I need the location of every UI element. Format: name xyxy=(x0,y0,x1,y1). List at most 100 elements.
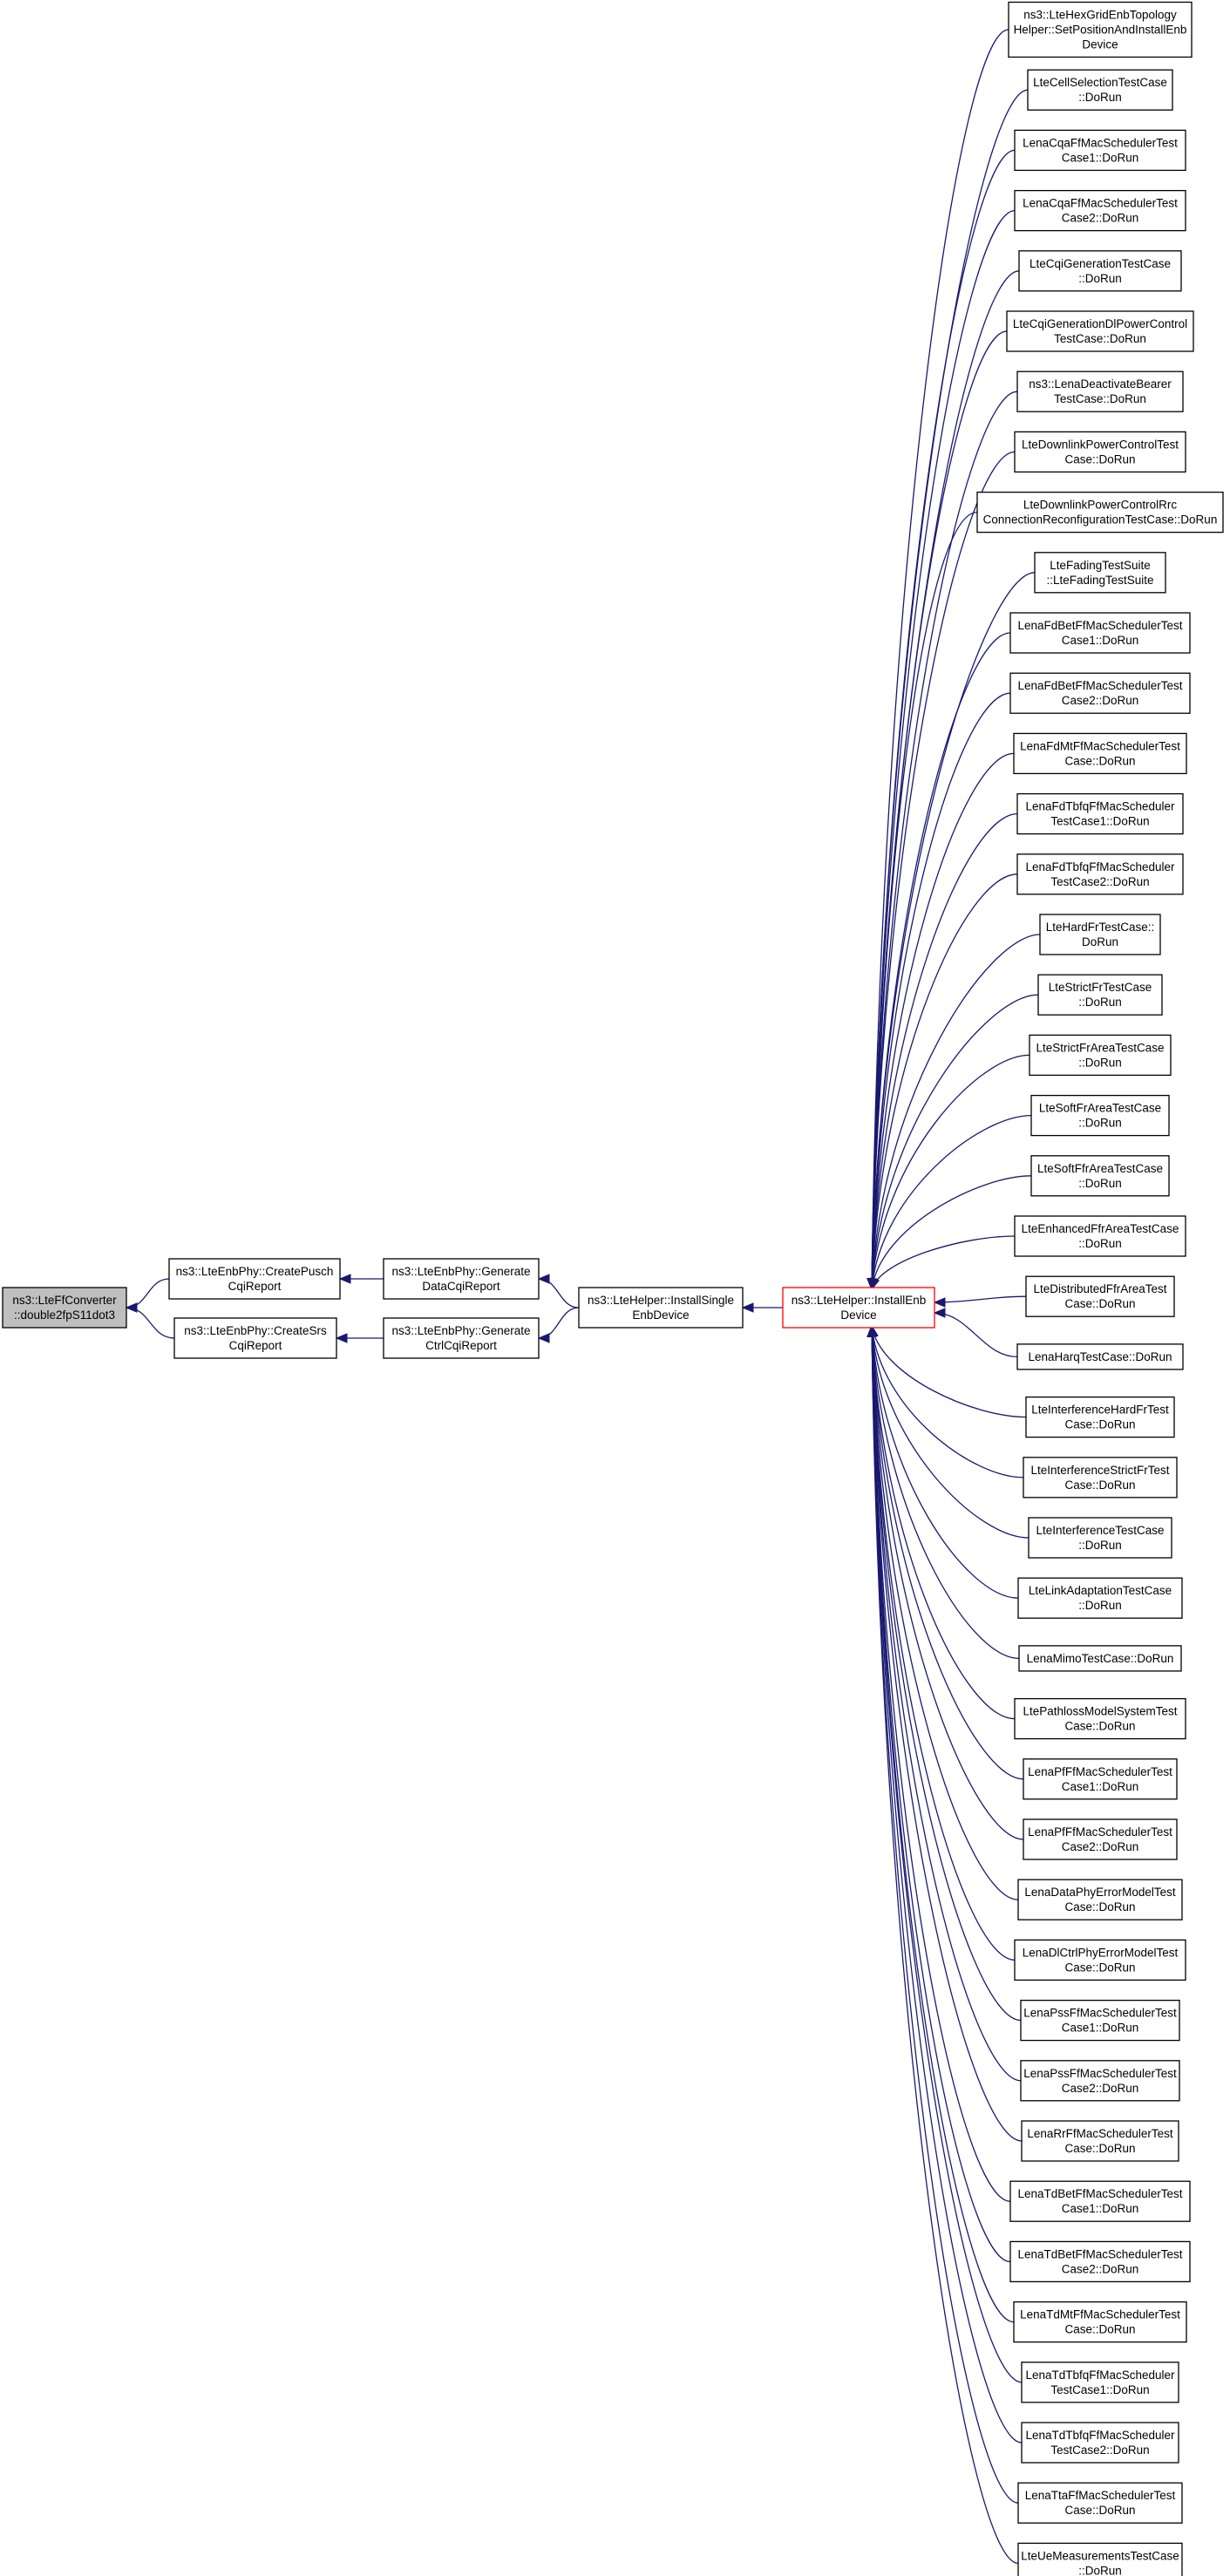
node-label-line: LteStrictFrTestCase xyxy=(1049,981,1152,994)
node-box xyxy=(1016,370,1184,412)
node-label-line: ns3::LteEnbPhy::CreatePusch xyxy=(176,1265,334,1278)
edge-arrowhead xyxy=(125,1302,138,1313)
node-c26[interactable]: LteLinkAdaptationTestCase::DoRun xyxy=(1017,1577,1183,1619)
node-label-line: Case2::DoRun xyxy=(1062,2262,1139,2275)
node-c1[interactable]: LteCellSelectionTestCase::DoRun xyxy=(1027,69,1173,111)
edge-c2-to-install xyxy=(871,149,1016,1290)
edge-c32-to-install xyxy=(871,1325,1016,1961)
node-box xyxy=(1016,792,1184,835)
node-c4[interactable]: LteCqiGenerationTestCase::DoRun xyxy=(1018,250,1182,292)
node-c9[interactable]: LteFadingTestSuite::LteFadingTestSuite xyxy=(1034,552,1166,594)
node-c19[interactable]: LteSoftFfrAreaTestCase::DoRun xyxy=(1030,1155,1170,1197)
edge-c5-to-install xyxy=(871,330,1008,1290)
node-box xyxy=(1017,2542,1183,2576)
edge-c36-to-install xyxy=(871,1325,1011,2202)
node-box xyxy=(1009,2240,1191,2283)
node-c8[interactable]: LteDownlinkPowerControlRrcConnectionReco… xyxy=(976,491,1224,534)
node-c0[interactable]: ns3::LteHexGridEnbTopologyHelper::SetPos… xyxy=(1008,1,1193,58)
node-label-line: Case::DoRun xyxy=(1064,1478,1135,1492)
edge-c10-to-install xyxy=(871,632,1011,1290)
edge-c38-to-install xyxy=(871,1325,1015,2323)
node-box xyxy=(1013,2301,1187,2343)
node-label-line: LteCqiGenerationDlPowerControl xyxy=(1013,317,1187,330)
node-label-line: LenaPfFfMacSchedulerTest xyxy=(1028,1825,1172,1839)
node-label-line: LenaTdMtFfMacSchedulerTest xyxy=(1020,2308,1180,2321)
node-label-line: ::double2fpS11dot3 xyxy=(14,1308,115,1322)
node-c22[interactable]: LenaHarqTestCase::DoRun xyxy=(1016,1343,1184,1370)
node-c25[interactable]: LteInterferenceTestCase::DoRun xyxy=(1028,1517,1172,1559)
node-c42[interactable]: LteUeMeasurementsTestCase::DoRun xyxy=(1017,2542,1183,2576)
edge-c24-to-install xyxy=(871,1325,1024,1478)
edge-arrowhead xyxy=(537,1274,550,1284)
node-label-line: Device xyxy=(840,1308,876,1322)
node-label-line: Device xyxy=(1082,38,1118,51)
node-c16[interactable]: LteStrictFrTestCase::DoRun xyxy=(1037,974,1163,1016)
node-label-line: LteUeMeasurementsTestCase xyxy=(1021,2549,1179,2562)
node-box xyxy=(1030,1094,1170,1137)
node-c27[interactable]: LenaMimoTestCase::DoRun xyxy=(1018,1645,1182,1672)
node-label-line: ::DoRun xyxy=(1078,1177,1122,1190)
node-label-line: LteEnhancedFfrAreaTestCase xyxy=(1022,1222,1179,1235)
edge-c23-to-install xyxy=(871,1325,1027,1418)
edge-srs-to-root xyxy=(126,1307,175,1339)
node-label-line: Case::DoRun xyxy=(1064,1297,1135,1310)
edge-c7-to-install xyxy=(871,451,1016,1290)
node-label-line: LenaDlCtrlPhyErrorModelTest xyxy=(1023,1946,1179,1959)
node-label-line: LenaMimoTestCase::DoRun xyxy=(1027,1652,1174,1665)
node-c5[interactable]: LteCqiGenerationDlPowerControlTestCase::… xyxy=(1006,310,1194,352)
node-box xyxy=(1016,853,1184,895)
edge-arrowhead xyxy=(338,1274,351,1284)
node-box xyxy=(1014,1697,1186,1740)
node-box xyxy=(782,1287,935,1329)
node-c17[interactable]: LteStrictFrAreaTestCase::DoRun xyxy=(1029,1034,1172,1077)
node-root[interactable]: ns3::LteFfConverter::double2fpS11dot3 xyxy=(2,1287,127,1329)
node-c15[interactable]: LteHardFrTestCase::DoRun xyxy=(1039,914,1161,955)
edge-pusch-to-root xyxy=(126,1278,170,1308)
node-box xyxy=(1016,1343,1184,1370)
edge-c28-to-install xyxy=(871,1325,1016,1720)
node-c18[interactable]: LteSoftFrAreaTestCase::DoRun xyxy=(1030,1094,1170,1137)
node-c20[interactable]: LteEnhancedFfrAreaTestCase::DoRun xyxy=(1014,1215,1186,1257)
node-label-line: LenaTdTbfqFfMacScheduler xyxy=(1025,2369,1175,2382)
node-label-line: LenaFdBetFfMacSchedulerTest xyxy=(1017,619,1182,632)
edge-c29-to-install xyxy=(871,1325,1024,1780)
node-label-line: CtrlCqiReport xyxy=(425,1339,497,1352)
node-box xyxy=(1018,250,1182,292)
edge-arrowhead xyxy=(866,1324,877,1337)
node-label-line: ns3::LteHexGridEnbTopology xyxy=(1023,9,1177,22)
node-label-line: LenaFdTbfqFfMacScheduler xyxy=(1025,800,1175,813)
